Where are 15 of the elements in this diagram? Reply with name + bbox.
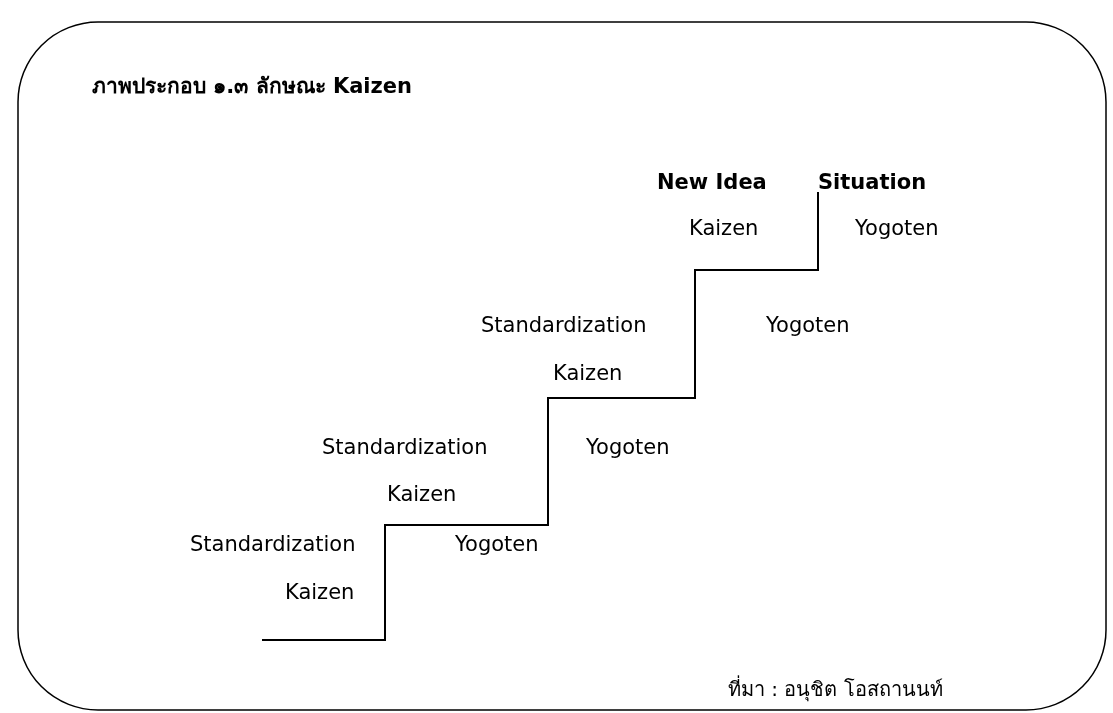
step-label: Kaizen <box>285 579 355 606</box>
step-label: Standardization <box>190 531 356 558</box>
step-label: Yogoten <box>766 312 850 339</box>
source-caption: ที่มา : อนุชิต โอสถานนท์ <box>728 674 943 704</box>
step-label: Kaizen <box>553 360 623 387</box>
figure-title: ภาพประกอบ ๑.๓ ลักษณะ Kaizen <box>92 73 412 100</box>
step-label: Yogoten <box>855 215 939 242</box>
step-label: Kaizen <box>689 215 759 242</box>
step-heading: Situation <box>818 169 927 196</box>
step-label: Yogoten <box>455 531 539 558</box>
step-label: Standardization <box>322 434 488 461</box>
step-label: Standardization <box>481 312 647 339</box>
step-heading: New Idea <box>657 169 767 196</box>
step-label: Yogoten <box>586 434 670 461</box>
step-label: Kaizen <box>387 481 457 508</box>
